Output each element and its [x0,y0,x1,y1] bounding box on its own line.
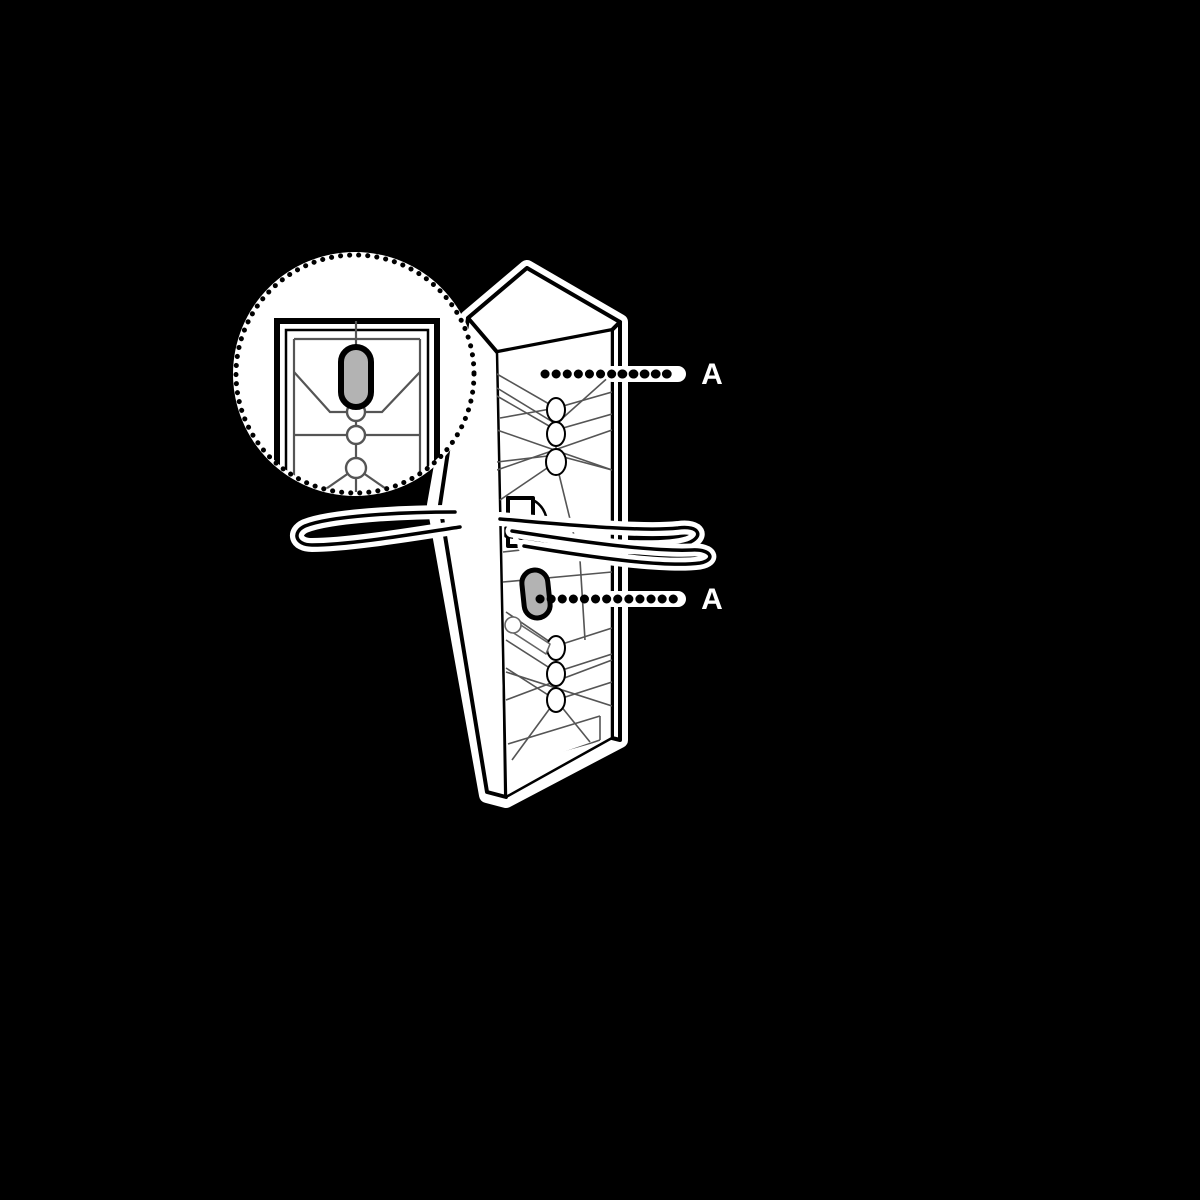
magnifier-border [233,252,477,496]
cable-group [290,505,717,571]
detail-frame [274,318,440,492]
link-chain-upper [545,397,567,476]
detail-magnifier [233,252,477,496]
cable-left [295,510,462,547]
callout-layer: A A [535,358,723,616]
lower-tube-end [504,616,522,634]
callout-a-upper-label: A [701,358,723,391]
callout-a-lower-label: A [701,583,723,616]
detail-frame-inner [284,328,430,492]
cable-right-lower [510,529,712,566]
gray-pill-body [519,567,553,621]
detail-link-2 [345,424,367,446]
detail-link-3 [344,456,368,480]
link-chain-lower [546,635,566,713]
gray-pill-detail [338,344,374,410]
